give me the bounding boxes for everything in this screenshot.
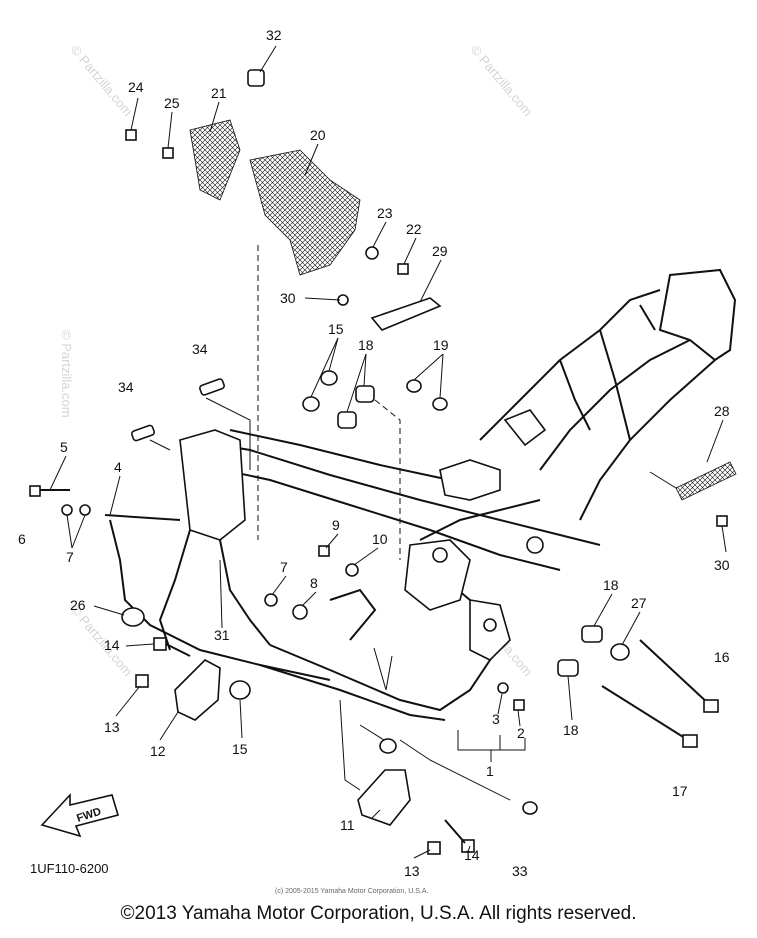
diagram-code: 1UF110-6200 (30, 861, 109, 876)
part-number-label: 9 (332, 517, 340, 533)
part-number-label: 2 (517, 725, 525, 741)
small-copyright: (c) 2005-2015 Yamaha Motor Corporation, … (275, 888, 428, 895)
forward-direction-arrow: FWD (40, 792, 120, 838)
part-number-label: 7 (280, 559, 288, 575)
part-number-label: 18 (358, 337, 374, 353)
part-number-label: 33 (512, 863, 528, 879)
part-callouts: 32 24 25 21 20 23 22 29 30 15 18 19 34 3… (18, 27, 730, 879)
part-number-label: 4 (114, 459, 122, 475)
part-number-label: 29 (432, 243, 448, 259)
part-number-label: 7 (66, 549, 74, 565)
part-number-label: 16 (714, 649, 730, 665)
part-number-label: 22 (406, 221, 422, 237)
part-number-label: 27 (631, 595, 647, 611)
part-number-label: 30 (280, 290, 296, 306)
watermark: © Partzilla.com (68, 42, 136, 119)
part-number-label: 13 (104, 719, 120, 735)
part-number-label: 25 (164, 95, 180, 111)
part-number-label: 12 (150, 743, 166, 759)
loose-parts (29, 69, 737, 855)
part-number-label: 34 (118, 379, 134, 395)
part-number-label: 26 (70, 597, 86, 613)
part-number-label: 14 (464, 847, 480, 863)
part-number-label: 13 (404, 863, 420, 879)
part-number-label: 31 (214, 627, 230, 643)
part-number-label: 11 (340, 817, 355, 833)
part-number-label: 28 (714, 403, 730, 419)
part-number-label: 5 (60, 439, 68, 455)
part-number-label: 10 (372, 531, 388, 547)
part-number-label: 32 (266, 27, 282, 43)
part-number-label: 14 (104, 637, 120, 653)
part-number-label: 1 (486, 763, 494, 779)
part-number-label: 17 (672, 783, 688, 799)
part-number-label: 20 (310, 127, 326, 143)
part-number-label: 21 (211, 85, 227, 101)
part-number-label: 23 (377, 205, 393, 221)
part-number-label: 18 (603, 577, 619, 593)
copyright-notice: ©2013 Yamaha Motor Corporation, U.S.A. A… (120, 903, 637, 924)
watermark: © Partzilla.com (59, 330, 74, 418)
part-number-label: 30 (714, 557, 730, 573)
leader-lines (49, 45, 727, 859)
part-number-label: 3 (492, 711, 500, 727)
part-number-label: 6 (18, 531, 26, 547)
part-number-label: 24 (128, 79, 144, 95)
part-number-label: 18 (563, 722, 579, 738)
part-number-label: 15 (328, 321, 344, 337)
part-number-label: 19 (433, 337, 449, 353)
part-number-label: 8 (310, 575, 318, 591)
watermark: © Partzilla.com (468, 42, 536, 119)
part-number-label: 15 (232, 741, 248, 757)
part-number-label: 34 (192, 341, 208, 357)
motorcycle-frame-drawing (104, 268, 737, 721)
